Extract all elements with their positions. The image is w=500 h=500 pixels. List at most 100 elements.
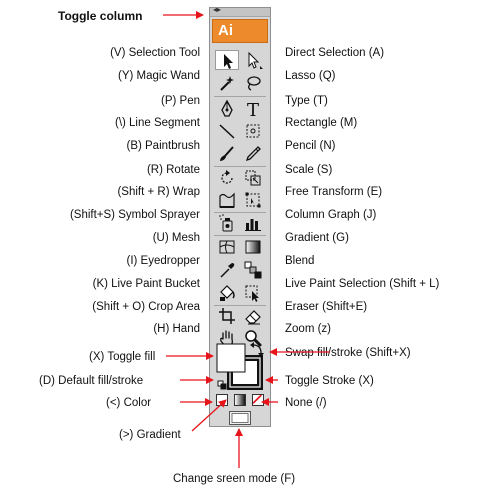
color-mode-row — [216, 394, 266, 408]
eraser-tool-button[interactable] — [241, 306, 265, 326]
label-scale: Scale (S) — [285, 164, 333, 176]
pencil-tool-button[interactable] — [241, 144, 265, 164]
column-graph-icon — [245, 219, 261, 231]
live-paint-selection-tool-button[interactable] — [241, 283, 265, 303]
rotate-tool-button[interactable] — [215, 168, 239, 188]
lasso-icon — [247, 76, 261, 91]
label-line-segment: (\) Line Segment — [114, 117, 200, 129]
scale-tool-button[interactable] — [241, 168, 265, 188]
warp-icon — [219, 192, 235, 208]
label-eraser: Eraser (Shift+E) — [285, 301, 368, 313]
paintbrush-tool-button[interactable] — [215, 144, 239, 164]
label-color: (<) Color — [106, 397, 152, 409]
magnifier-icon — [245, 330, 262, 347]
scale-icon — [245, 170, 261, 186]
direct-selection-tool-button[interactable] — [241, 50, 265, 70]
separator — [214, 96, 266, 97]
label-default-fill-stroke: (D) Default fill/stroke — [39, 375, 144, 387]
label-direct-selection: Direct Selection (A) — [285, 47, 385, 59]
paint-bucket-icon — [220, 285, 235, 301]
line-segment-tool-button[interactable] — [215, 121, 239, 141]
lasso-tool-button[interactable] — [241, 73, 265, 93]
eraser-icon — [245, 310, 261, 325]
pen-tool-button[interactable] — [215, 99, 239, 119]
label-crop-area: (Shift + O) Crop Area — [92, 301, 200, 313]
separator — [214, 305, 266, 306]
gradient-tool-button[interactable] — [241, 237, 265, 257]
none-mode-button[interactable] — [252, 394, 264, 406]
label-hand: (H) Hand — [153, 323, 200, 335]
selection-tool-button[interactable] — [215, 50, 239, 70]
column-graph-tool-button[interactable] — [241, 213, 265, 233]
free-transform-tool-button[interactable] — [241, 190, 265, 210]
collapse-arrows-icon: ◂▸ — [213, 5, 222, 14]
label-rectangle: Rectangle (M) — [285, 117, 358, 129]
color-mode-button[interactable] — [216, 394, 228, 406]
type-t-icon: T — [247, 100, 259, 119]
magic-wand-tool-button[interactable] — [215, 73, 239, 93]
hand-tool-button[interactable] — [215, 328, 239, 348]
label-rotate: (R) Rotate — [146, 164, 200, 176]
zoom-tool-button[interactable] — [241, 328, 265, 348]
label-paintbrush: (B) Paintbrush — [126, 140, 200, 152]
label-eyedropper: (I) Eyedropper — [126, 255, 200, 267]
live-paint-selection-icon — [245, 285, 259, 302]
label-symbol-sprayer: (Shift+S) Symbol Sprayer — [69, 209, 200, 221]
crop-area-icon — [219, 308, 235, 324]
label-blend: Blend — [285, 255, 315, 267]
svg-text:T: T — [247, 100, 259, 119]
mesh-icon — [219, 240, 235, 254]
wrap-tool-button[interactable] — [215, 190, 239, 210]
gradient-mode-button[interactable] — [234, 394, 246, 406]
separator — [214, 212, 266, 213]
label-lasso: Lasso (Q) — [285, 70, 336, 82]
toggle-column-grip[interactable]: ◂▸ — [210, 5, 270, 17]
crop-area-tool-button[interactable] — [215, 306, 239, 326]
label-magic-wand: (Y) Magic Wand — [117, 70, 200, 82]
blend-icon — [244, 261, 262, 279]
label-selection-tool: (V) Selection Tool — [110, 47, 200, 59]
eyedropper-tool-button[interactable] — [215, 260, 239, 280]
label-gradient-mode: (>) Gradient — [119, 429, 181, 441]
rectangle-icon — [246, 124, 260, 138]
rectangle-tool-button[interactable] — [241, 121, 265, 141]
fill-stroke-widget — [215, 341, 265, 391]
mesh-tool-button[interactable] — [215, 237, 239, 257]
change-screen-mode-button[interactable] — [229, 411, 251, 425]
label-live-paint-bucket: (K) Live Paint Bucket — [92, 278, 200, 290]
pen-nib-icon — [221, 99, 233, 117]
rotate-icon — [221, 170, 233, 184]
label-toggle-fill: (X) Toggle fill — [89, 351, 156, 363]
symbol-sprayer-tool-button[interactable] — [215, 213, 239, 233]
symbol-sprayer-icon — [219, 214, 233, 232]
eyedropper-icon — [220, 263, 235, 278]
direct-selection-arrow-icon — [248, 51, 263, 69]
blend-tool-button[interactable] — [241, 260, 265, 280]
label-pen: (P) Pen — [161, 95, 200, 107]
label-toggle-stroke: Toggle Stroke (X) — [285, 375, 374, 387]
label-column-graph: Column Graph (J) — [285, 209, 377, 221]
separator — [214, 166, 266, 167]
screen-mode-icon — [229, 411, 251, 425]
label-mesh: (U) Mesh — [152, 232, 200, 244]
none-slash-icon — [253, 395, 262, 404]
label-live-paint-selection: Live Paint Selection (Shift + L) — [285, 278, 440, 290]
magic-wand-icon — [220, 76, 234, 91]
live-paint-bucket-tool-button[interactable] — [215, 283, 239, 303]
separator — [214, 235, 266, 236]
label-pencil: Pencil (N) — [285, 140, 336, 152]
type-tool-button[interactable]: T — [241, 99, 265, 119]
label-change-screen-mode: Change sreen mode (F) — [173, 473, 296, 485]
hand-icon — [220, 330, 233, 347]
label-none: None (/) — [285, 397, 327, 409]
label-zoom: Zoom (z) — [285, 323, 331, 335]
selection-arrow-icon — [224, 54, 233, 69]
label-gradient-tool: Gradient (G) — [285, 232, 349, 244]
label-free-transform: Free Transform (E) — [285, 186, 383, 198]
free-transform-icon — [245, 192, 261, 208]
label-wrap: (Shift + R) Wrap — [117, 186, 200, 198]
line-segment-icon — [219, 124, 235, 139]
gradient-icon — [245, 240, 261, 254]
tools-panel: ◂▸ Ai T — [209, 5, 271, 427]
